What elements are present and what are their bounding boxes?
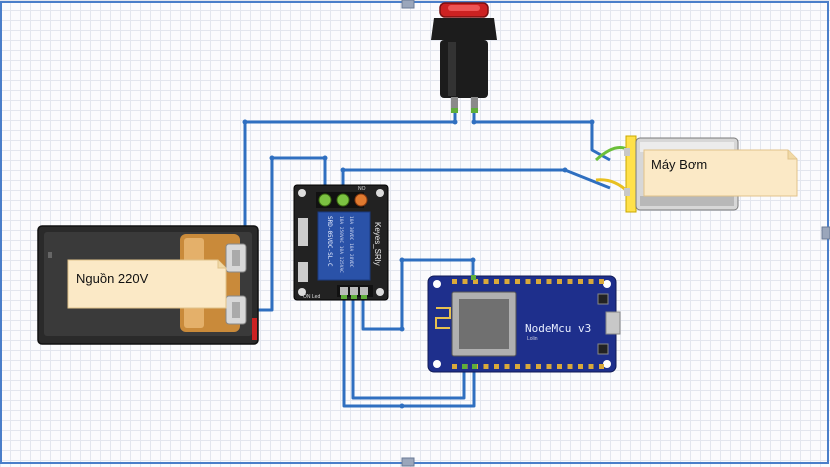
header-pin[interactable]	[557, 364, 562, 369]
header-pin[interactable]	[588, 364, 594, 369]
resize-handle-top[interactable]	[401, 0, 415, 9]
header-pin[interactable]	[567, 364, 573, 369]
header-pin[interactable]	[473, 279, 478, 284]
wires	[243, 112, 611, 408]
pump-label: Máy Bơm	[651, 157, 707, 172]
relay-spec-1: 10A 250VAC 10A 125VAC	[338, 216, 344, 273]
header-pin[interactable]	[536, 364, 541, 369]
power-label-note[interactable]: Nguồn 220V	[67, 259, 227, 309]
nodemcu-label: NodeMcu v3	[525, 322, 591, 335]
header-pin[interactable]	[525, 364, 531, 369]
header-pin[interactable]	[504, 364, 510, 369]
header-pin[interactable]	[462, 279, 468, 284]
header-pin[interactable]	[599, 279, 604, 284]
header-pin[interactable]	[599, 364, 604, 369]
wire-battery-to-button[interactable]	[243, 112, 457, 252]
header-pin[interactable]	[494, 279, 499, 284]
wire-junctions	[242, 119, 595, 409]
relay-brand-label: Keyes_SRly	[373, 222, 382, 266]
nodemcu-top-pins	[452, 279, 604, 284]
power-label: Nguồn 220V	[76, 271, 149, 286]
header-pin[interactable]	[494, 364, 499, 369]
relay-module-icon[interactable]: NO SRD-05VDC-SL-C 10A 250VAC 10A 125VAC …	[293, 184, 389, 301]
relay-spec-2: 10A 30VDC 10A 28VDC	[348, 216, 354, 268]
header-pin[interactable]	[588, 279, 594, 284]
relay-led-label: ON Led	[303, 294, 320, 300]
relay-model-label: SRD-05VDC-SL-C	[326, 216, 333, 267]
push-button-icon[interactable]	[431, 2, 497, 113]
resize-handle-right[interactable]	[821, 226, 830, 240]
nodemcu-subtitle: Lolin	[527, 336, 538, 342]
relay-terminal-no: NO	[358, 186, 366, 192]
header-pin[interactable]	[452, 364, 457, 369]
header-pin[interactable]	[536, 279, 541, 284]
header-pin[interactable]	[525, 279, 531, 284]
header-pin[interactable]	[483, 279, 489, 284]
header-pin[interactable]	[578, 364, 583, 369]
pump-label-note[interactable]: Máy Bơm	[643, 149, 798, 197]
header-pin[interactable]	[515, 364, 520, 369]
header-pin[interactable]	[546, 279, 552, 284]
resize-handle-bottom[interactable]	[401, 457, 415, 467]
wire-button-to-pump[interactable]	[472, 112, 611, 162]
wire-relay-gnd[interactable]	[351, 298, 466, 400]
wire-relay-signal[interactable]	[361, 258, 475, 331]
wire-relay-vcc[interactable]	[342, 298, 476, 408]
header-pin[interactable]	[515, 279, 520, 284]
header-pin[interactable]	[483, 364, 489, 369]
nodemcu-board-icon[interactable]: NodeMcu v3 Lolin	[427, 275, 621, 373]
header-pin[interactable]	[504, 279, 510, 284]
header-pin[interactable]	[452, 279, 457, 284]
header-pin[interactable]	[557, 279, 562, 284]
header-pin[interactable]	[567, 279, 573, 284]
header-pin[interactable]	[546, 364, 552, 369]
header-pin[interactable]	[578, 279, 583, 284]
